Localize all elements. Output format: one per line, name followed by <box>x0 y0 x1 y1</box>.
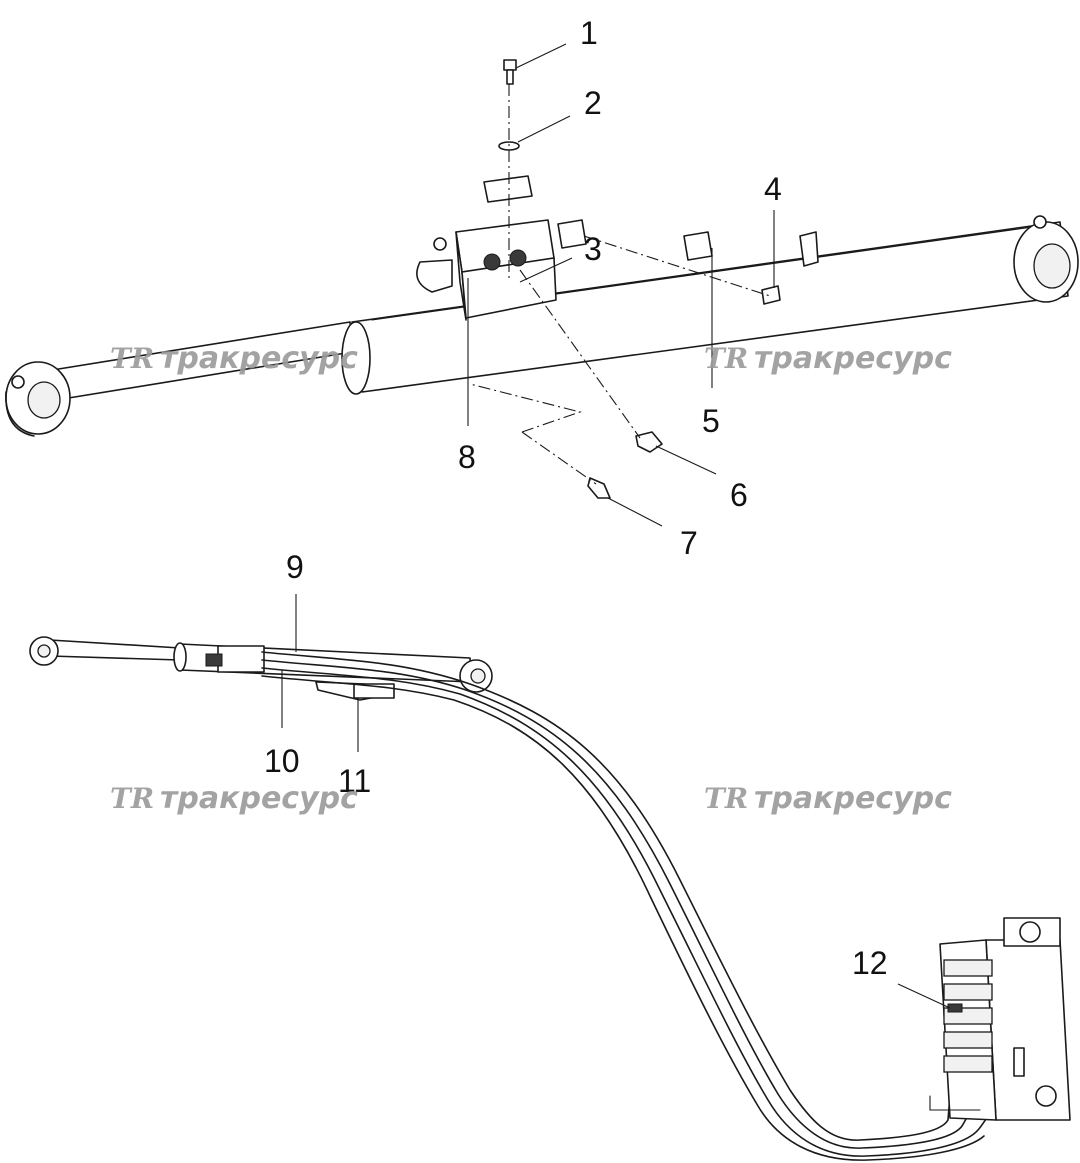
watermark-bottom-right: TR тракресурс <box>704 781 952 816</box>
assembly-lines <box>469 84 771 485</box>
callout-10: 10 <box>264 743 300 779</box>
valve-block <box>416 175 713 321</box>
watermark-logo: TR <box>704 782 748 815</box>
callout-8: 8 <box>458 439 476 475</box>
callout-4: 4 <box>764 171 782 207</box>
control-valve-unit <box>929 917 1071 1121</box>
hoses <box>261 651 1025 1161</box>
callout-6: 6 <box>730 477 748 513</box>
callout-12: 12 <box>852 945 888 981</box>
watermark-text: тракресурс <box>754 341 952 376</box>
elbow-fitting-part-6 <box>635 431 663 453</box>
callout-7: 7 <box>680 525 698 561</box>
callout-11: 11 <box>338 763 371 799</box>
watermark-text: тракресурс <box>754 781 952 816</box>
hydraulic-cylinder <box>5 215 1079 437</box>
bolt-part-1 <box>503 59 517 85</box>
leader-lines <box>281 43 951 1009</box>
watermark-top-left: TR тракресурс <box>110 341 358 376</box>
callout-2: 2 <box>584 85 602 121</box>
screw-part-7 <box>587 477 611 499</box>
callout-1: 1 <box>580 15 598 51</box>
watermark-logo: TR <box>110 342 154 375</box>
watermark-text: тракресурс <box>160 781 358 816</box>
watermark-text: тракресурс <box>160 341 358 376</box>
watermark-top-right: TR тракресурс <box>704 341 952 376</box>
callout-9: 9 <box>286 549 304 585</box>
watermark-bottom-left: TR тракресурс <box>110 781 358 816</box>
callout-labels: 1 2 3 4 5 6 7 8 9 10 11 12 <box>264 15 888 981</box>
watermark-logo: TR <box>110 782 154 815</box>
callout-5: 5 <box>702 403 720 439</box>
watermark-logo: TR <box>704 342 748 375</box>
cylinder-overview <box>29 636 493 701</box>
callout-3: 3 <box>584 231 602 267</box>
fitting-part-4 <box>761 285 781 305</box>
